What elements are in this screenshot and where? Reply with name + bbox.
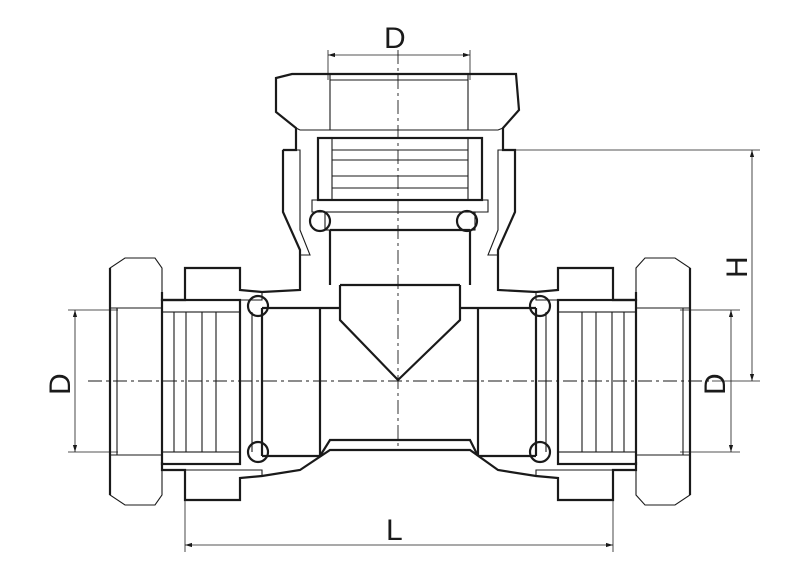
left-lower-o-ring (246, 440, 270, 464)
left-insert-ring (160, 298, 322, 466)
dimension-length: L (184, 500, 614, 552)
right-union-nut (535, 257, 692, 506)
top-union-nut (275, 73, 520, 256)
top-insert-ring (311, 136, 489, 287)
top-diameter-label: D (384, 22, 406, 55)
right-upper-o-ring (528, 294, 552, 318)
length-label: L (386, 514, 403, 547)
center-lines (88, 50, 712, 450)
dimension-top-diameter: D (327, 22, 471, 80)
flow-channel (319, 285, 479, 457)
height-label: H (721, 256, 754, 278)
right-insert-ring (476, 298, 638, 466)
left-diameter-label: D (44, 373, 77, 395)
right-diameter-label: D (699, 373, 732, 395)
right-lower-o-ring (528, 440, 552, 464)
dimension-height: H (515, 149, 760, 382)
top-right-o-ring (455, 209, 479, 233)
left-upper-o-ring (246, 294, 270, 318)
dimension-left-diameter: D (44, 309, 118, 453)
top-left-o-ring (308, 209, 332, 233)
